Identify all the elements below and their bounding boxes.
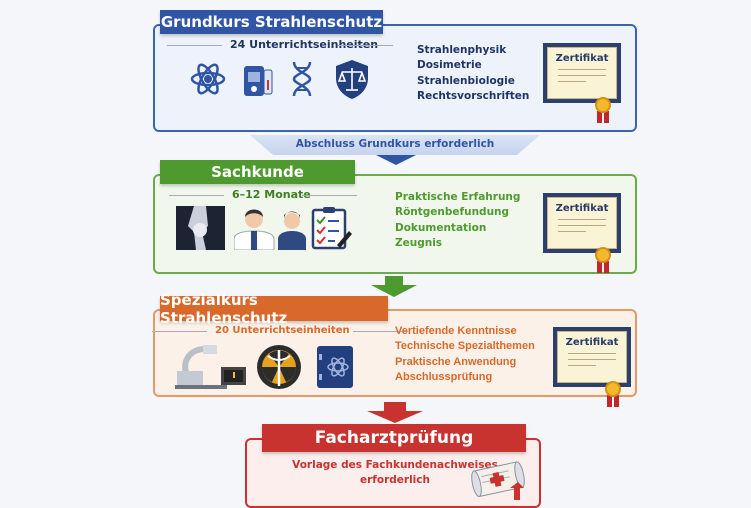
- step-sachkunde: [153, 174, 637, 274]
- doctor-patient-icon: [234, 209, 306, 250]
- topic-item: Abschlussprüfung: [395, 370, 493, 383]
- law-shield-icon: [336, 60, 368, 99]
- dosimeter-icon: [244, 66, 273, 96]
- step-facharztpruefung-note: Vorlage des Fachkundenachweises erforder…: [270, 458, 520, 488]
- radiation-caduceus-icon: [257, 345, 301, 389]
- connector-label: Abschluss Grundkurs erforderlich: [295, 138, 495, 150]
- checklist-icon: [311, 207, 352, 250]
- step-spezialkurs-title: Spezialkurs Strahlenschutz: [160, 291, 388, 327]
- topic-item: Dosimetrie: [417, 59, 482, 72]
- dna-icon: [292, 61, 312, 97]
- arrow-down-icon: [376, 155, 416, 165]
- topic-item: Praktische Erfahrung: [395, 191, 521, 203]
- arrow-down-icon: [384, 402, 406, 412]
- certificate-icon: Zertifikat: [543, 43, 621, 123]
- topic-item: Dokumentation: [395, 221, 487, 234]
- topic-item: Technische Spezialthemen: [395, 340, 535, 353]
- step-spezialkurs-topics: Vertiefende Kenntnisse Technische Spezia…: [395, 324, 535, 385]
- certificate-icon: Zertifikat: [553, 327, 631, 407]
- topic-item: Rechtsvorschriften: [417, 89, 530, 102]
- arrow-down-icon: [385, 276, 403, 286]
- certificate-label: Zertifikat: [555, 203, 609, 214]
- arrow-down-icon-head: [371, 285, 417, 297]
- connector-band: [250, 135, 540, 155]
- topic-item: Praktische Anwendung: [395, 355, 517, 368]
- certificate-label: Zertifikat: [555, 53, 609, 64]
- topic-item: Röntgenbefundung: [395, 206, 510, 219]
- certificate-label: Zertifikat: [565, 337, 619, 348]
- arrow-down-icon-head: [367, 411, 423, 423]
- xray-knee-icon: [176, 206, 225, 250]
- step-spezialkurs-subtitle: 20 Unterrichtseinheiten: [152, 325, 408, 336]
- step-grundkurs-topics: Strahlenphysik Dosimetrie Strahlenbiolog…: [417, 43, 529, 104]
- certificate-icon: Zertifikat: [543, 193, 621, 273]
- step-sachkunde-title: Sachkunde: [160, 160, 355, 184]
- topic-item: Strahlenphysik: [417, 44, 507, 56]
- diploma-scroll-icon: [471, 461, 525, 500]
- step-sachkunde-subtitle: 6–12 Monate: [169, 188, 357, 201]
- c-arm-icon: [175, 345, 246, 389]
- atom-book-icon: [317, 346, 353, 388]
- step-sachkunde-topics: Praktische Erfahrung Röntgenbefundung Do…: [395, 190, 520, 251]
- step-facharztpruefung-title: Facharztprüfung: [262, 424, 526, 452]
- step-grundkurs-subtitle: 24 Unterrichtseinheiten: [167, 38, 393, 51]
- note-line: Vorlage des Fachkundenachweises: [292, 459, 498, 471]
- topic-item: Zeugnis: [395, 236, 443, 249]
- note-line: erforderlich: [360, 474, 430, 486]
- topic-item: Strahlenbiologie: [417, 74, 515, 87]
- step-grundkurs-title: Grundkurs Strahlenschutz: [160, 10, 383, 34]
- topic-item: Vertiefende Kenntnisse: [395, 325, 517, 337]
- atom-icon: [190, 63, 226, 95]
